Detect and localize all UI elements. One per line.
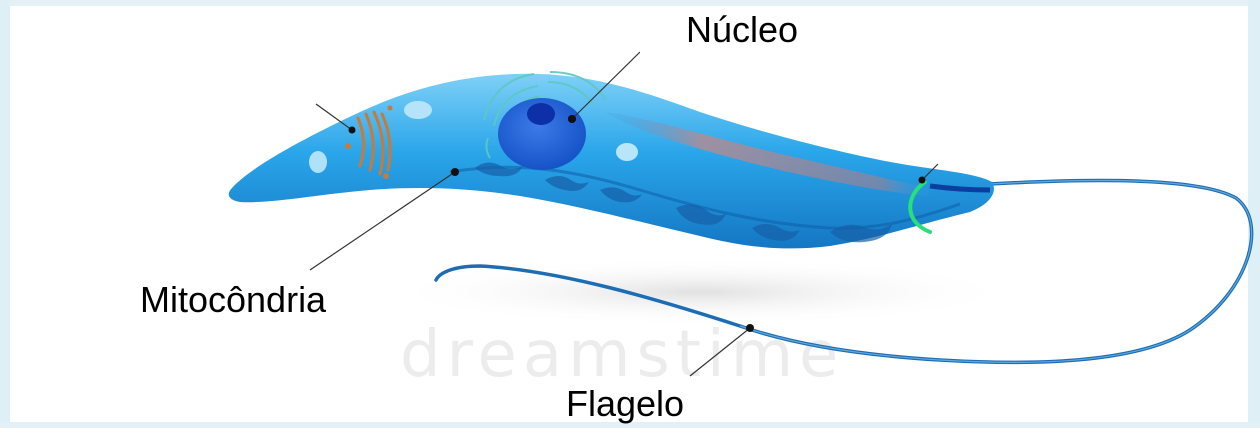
flagellum-pointer-dot (746, 324, 754, 332)
vacuole (616, 143, 638, 161)
basal-body-pointer-dot (919, 177, 926, 184)
body-shadow (380, 258, 1020, 326)
golgi-pointer-dot (349, 127, 356, 134)
nucleus-label: Núcleo (686, 12, 798, 48)
nucleus-pointer-dot (568, 115, 576, 123)
vacuole (309, 151, 327, 173)
cell-body (229, 74, 994, 249)
vacuole (404, 101, 432, 119)
nucleolus (527, 103, 555, 125)
mitochondria-pointer-dot (451, 168, 459, 176)
mitochondria-label: Mitocôndria (140, 282, 326, 318)
flagellum-label: Flagelo (566, 386, 684, 422)
